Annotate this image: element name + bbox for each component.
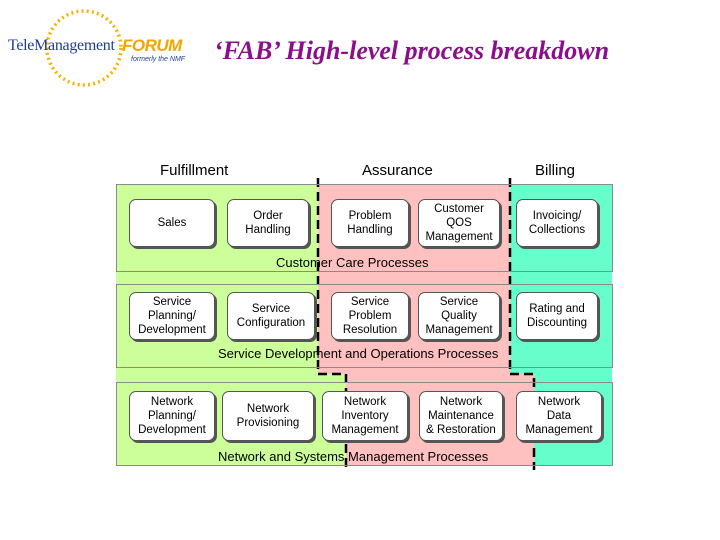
process-box-network-inventory-management: Network Inventory Management — [322, 391, 408, 441]
row-label-customer-care: Customer Care Processes — [276, 255, 429, 270]
process-box-network-data-management: Network Data Management — [516, 391, 602, 441]
process-box-service-quality-management: Service Quality Management — [418, 292, 500, 340]
logo-main-text: TeleManagement — [8, 37, 115, 54]
process-box-order-handling: Order Handling — [227, 199, 309, 247]
slide-title: ‘FAB’ High-level process breakdown — [214, 36, 610, 65]
process-box-network-maintenance-restoration: Network Maintenance & Restoration — [419, 391, 503, 441]
process-box-problem-handling: Problem Handling — [331, 199, 409, 247]
process-box-network-planning-development: Network Planning/ Development — [129, 391, 215, 441]
process-box-service-configuration: Service Configuration — [227, 292, 315, 340]
customer-care-row — [116, 184, 613, 272]
network-systems-row — [116, 382, 613, 466]
process-box-sales: Sales — [129, 199, 215, 247]
row-label-service-development: Service Development and Operations Proce… — [218, 346, 499, 361]
process-box-customer-qos-management: Customer QOS Management — [418, 199, 500, 247]
process-box-rating-discounting: Rating and Discounting — [516, 292, 598, 340]
column-header-assurance: Assurance — [362, 162, 433, 179]
column-header-fulfillment: Fulfillment — [160, 162, 229, 179]
row-label-network-systems: Network and Systems Management Processes — [218, 449, 489, 464]
process-box-network-provisioning: Network Provisioning — [222, 391, 314, 441]
process-box-service-problem-resolution: Service Problem Resolution — [331, 292, 409, 340]
process-box-invoicing-collections: Invoicing/ Collections — [516, 199, 598, 247]
logo-forum-text: FORUM — [122, 36, 182, 55]
column-header-billing: Billing — [535, 162, 576, 179]
logo-dotted-circle-icon — [45, 9, 123, 87]
service-development-row — [116, 284, 613, 368]
tmforum-logo — [4, 4, 200, 92]
logo-subtitle: formerly the NMF — [131, 56, 186, 63]
process-box-service-planning-development: Service Planning/ Development — [129, 292, 215, 340]
